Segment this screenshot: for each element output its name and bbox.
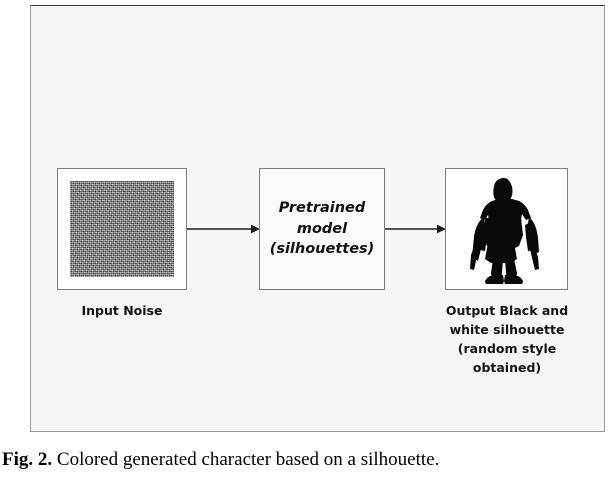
- pretrained-model-box: Pretrained model (silhouettes): [259, 168, 385, 290]
- figure-caption-text: Colored generated character based on a s…: [52, 449, 440, 470]
- input-noise-box: [57, 168, 187, 290]
- figure-frame: Input Noise Pretrained model (silhouette…: [30, 5, 605, 432]
- input-noise-caption: Input Noise: [81, 303, 163, 318]
- figure-caption-number: Fig. 2.: [2, 449, 53, 470]
- output-silhouette-box: [445, 168, 568, 290]
- pretrained-model-label: Pretrained model (silhouettes): [269, 200, 375, 258]
- figure-caption: Fig. 2. Colored generated character base…: [2, 449, 612, 471]
- arrow-right-icon: [187, 224, 260, 234]
- arrow-right-icon: [385, 224, 446, 234]
- character-silhouette-image: [469, 178, 539, 284]
- output-silhouette-caption: Output Black and white silhouette (rando…: [445, 303, 569, 375]
- noise-image: [70, 181, 174, 277]
